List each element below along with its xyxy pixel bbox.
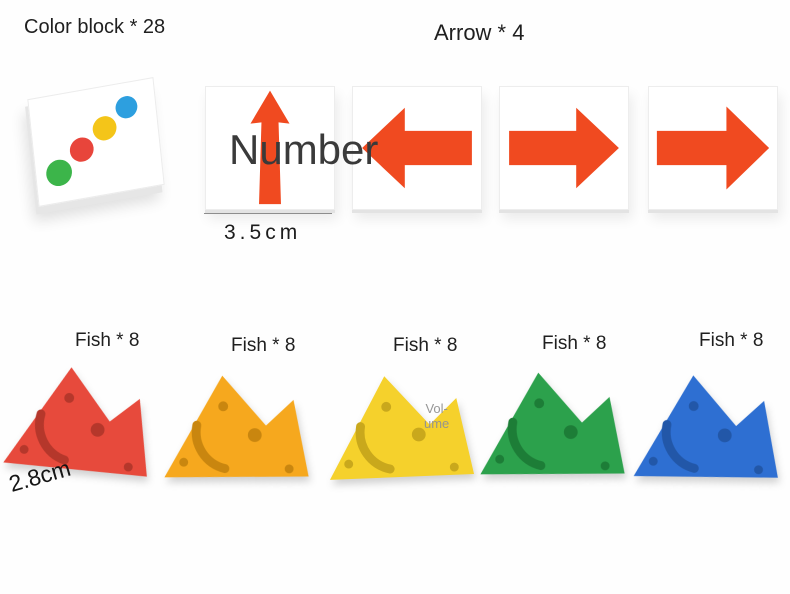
arrow-tile-up	[205, 86, 335, 210]
fish-slot	[507, 417, 546, 471]
fish-piece-orange	[164, 375, 309, 478]
fish-holes	[648, 401, 763, 475]
arrow-tile-right-2	[648, 86, 778, 210]
fish-count-label-blue: Fish * 8	[699, 330, 764, 351]
color-block-face	[27, 77, 165, 207]
left-arrow-icon	[362, 107, 472, 189]
arrow-tile-left	[352, 86, 482, 210]
fish-piece-green	[480, 372, 625, 475]
fish-slot	[355, 422, 395, 474]
fish-holes	[344, 401, 459, 472]
fish-body	[3, 367, 147, 477]
arrow-size-label: 3.5cm	[224, 221, 302, 244]
yellow-dot	[91, 114, 118, 143]
color-block-tile	[22, 77, 182, 220]
fish-count-label-orange: Fish * 8	[231, 335, 296, 356]
arrow-measurement-line	[204, 213, 332, 214]
fish-slot	[191, 420, 230, 474]
fish-count-label-red: Fish * 8	[75, 330, 140, 351]
arrow-tile-right-1	[499, 86, 629, 210]
fish-piece-red	[3, 367, 147, 477]
arrow-count-label: Arrow * 4	[434, 20, 525, 45]
fish-slot	[35, 409, 69, 465]
fish-holes	[19, 393, 133, 472]
green-dot	[44, 157, 74, 189]
right-arrow-icon	[509, 107, 619, 189]
blue-dot	[114, 94, 139, 121]
fish-count-label-green: Fish * 8	[542, 333, 607, 354]
red-dot	[68, 135, 95, 164]
fish-holes	[495, 398, 610, 471]
volume-watermark-line1: Vol-	[425, 401, 448, 416]
fish-slot	[661, 420, 699, 473]
number-watermark: Number	[229, 126, 379, 173]
fish-holes	[179, 401, 294, 474]
volume-watermark-line2: ume	[424, 415, 450, 431]
fish-piece-yellow	[329, 376, 475, 480]
volume-watermark: Vol- ume	[424, 401, 450, 432]
right-arrow-icon	[656, 106, 770, 190]
color-block-count-label: Color block * 28	[24, 16, 166, 38]
up-arrow-icon	[250, 90, 290, 205]
fish-piece-blue	[633, 375, 778, 478]
fish-count-label-yellow: Fish * 8	[393, 335, 458, 356]
